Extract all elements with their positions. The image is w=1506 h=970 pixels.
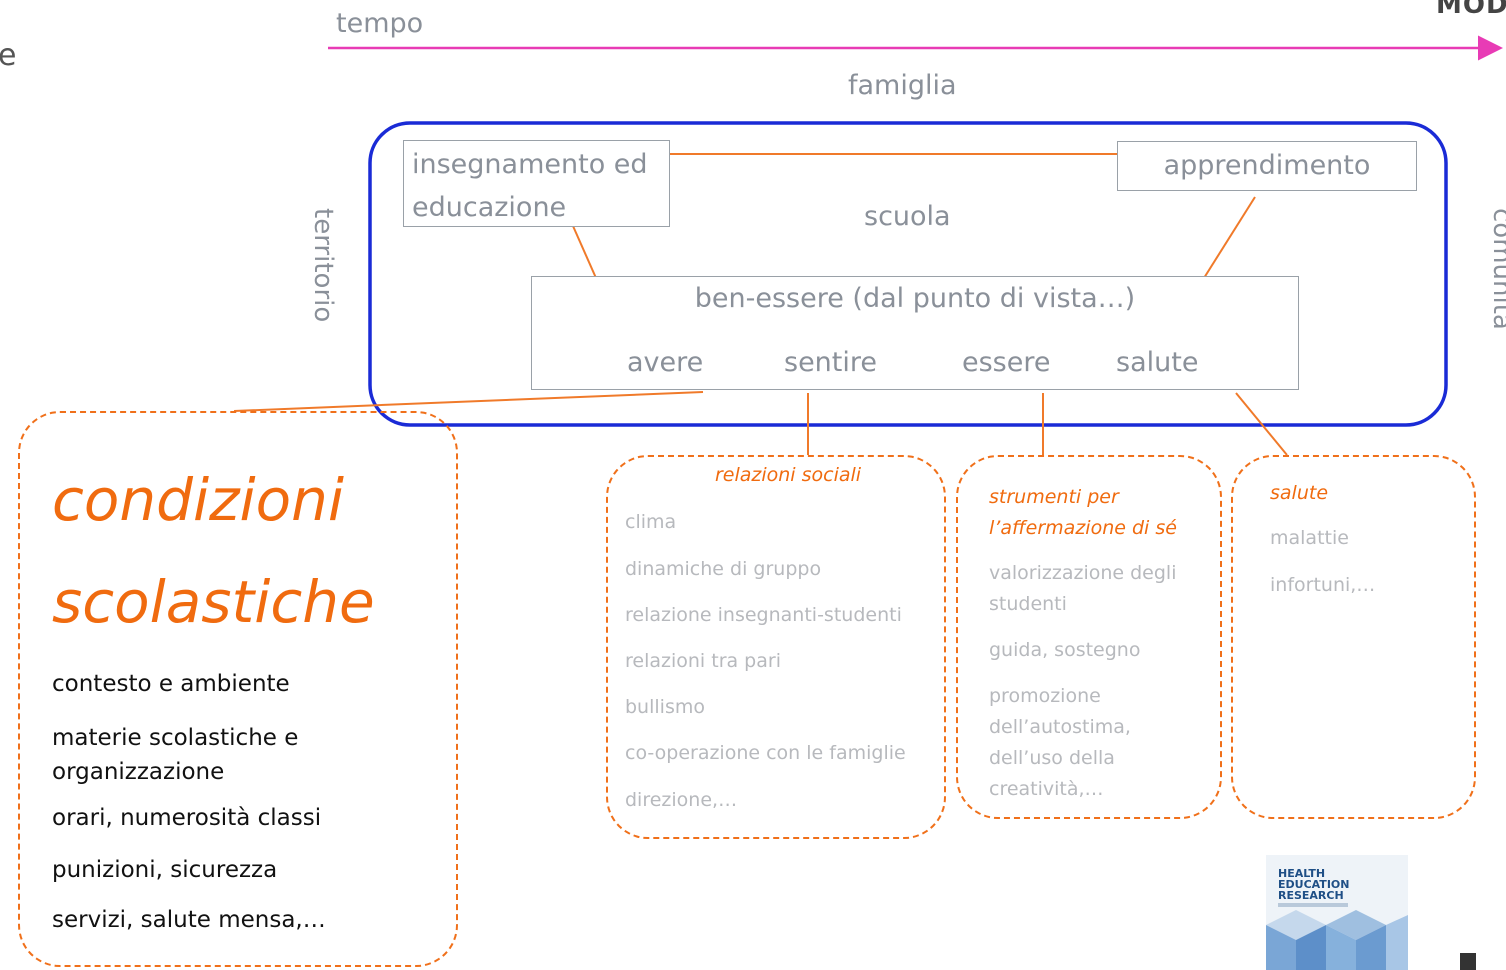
book-cover-pattern	[1266, 910, 1408, 970]
relations-item: clima	[625, 511, 677, 533]
relations-item: relazioni tra pari	[625, 650, 781, 672]
link-salute-health	[1235, 392, 1288, 456]
social-relations-panel	[606, 455, 946, 839]
condition-item: contesto e ambiente	[52, 671, 290, 697]
family-label: famiglia	[848, 70, 957, 101]
school-conditions-title-line2: scolastiche	[52, 568, 375, 636]
school-conditions-panel	[18, 411, 458, 967]
dark-bar-fragment	[1460, 953, 1476, 970]
school-label: scuola	[864, 201, 951, 232]
dimension-salute: salute	[1116, 347, 1199, 378]
top-right-fragment: MOD	[1436, 0, 1506, 20]
link-learning-wellbeing	[1203, 196, 1256, 279]
health-item: infortuni,…	[1270, 574, 1376, 596]
book-cover-image: HEALTH EDUCATION RESEARCH	[1266, 855, 1408, 970]
condition-item: servizi, salute mensa,…	[52, 907, 326, 933]
school-frame	[368, 121, 1448, 427]
affirmation-item: guida, sostegno	[989, 639, 1141, 661]
relations-item: co-operazione con le famiglie	[625, 742, 906, 764]
relations-item: bullismo	[625, 696, 705, 718]
health-item: malattie	[1270, 527, 1349, 549]
affirmation-item: valorizzazione degli studenti	[989, 562, 1177, 615]
community-label: comunità	[1487, 208, 1506, 330]
left-edge-fragment: e	[0, 38, 17, 73]
dimension-essere: essere	[962, 347, 1051, 378]
relations-item: relazione insegnanti-studenti	[625, 604, 902, 626]
wellbeing-box	[531, 276, 1299, 390]
self-affirmation-title: strumenti per l’affermazione di sé	[989, 486, 1177, 539]
link-avere-conditions	[233, 391, 704, 412]
dimension-sentire: sentire	[784, 347, 877, 378]
condition-item: orari, numerosità classi	[52, 805, 322, 831]
learning-box: apprendimento	[1117, 141, 1417, 191]
territory-label: territorio	[308, 208, 338, 323]
time-label: tempo	[336, 8, 424, 39]
wellbeing-title: ben-essere (dal punto di vista…)	[694, 283, 1136, 314]
link-teaching-wellbeing	[572, 225, 597, 279]
health-title: salute	[1270, 482, 1329, 504]
social-relations-title: relazioni sociali	[714, 464, 862, 486]
condition-item: materie scolastiche e organizzazione	[52, 725, 299, 785]
condition-item: punizioni, sicurezza	[52, 857, 278, 883]
health-panel	[1231, 455, 1476, 819]
teaching-box: insegnamento ed educazione	[403, 140, 670, 227]
relations-item: dinamiche di gruppo	[625, 558, 822, 580]
dimension-avere: avere	[627, 347, 704, 378]
relations-item: direzione,…	[625, 789, 738, 811]
affirmation-item: promozione dell’autostima, dell’uso dell…	[989, 685, 1131, 800]
book-cover-title: HEALTH EDUCATION RESEARCH	[1278, 867, 1350, 902]
school-conditions-title-line1: condizioni	[52, 466, 344, 534]
self-affirmation-panel	[956, 455, 1222, 819]
